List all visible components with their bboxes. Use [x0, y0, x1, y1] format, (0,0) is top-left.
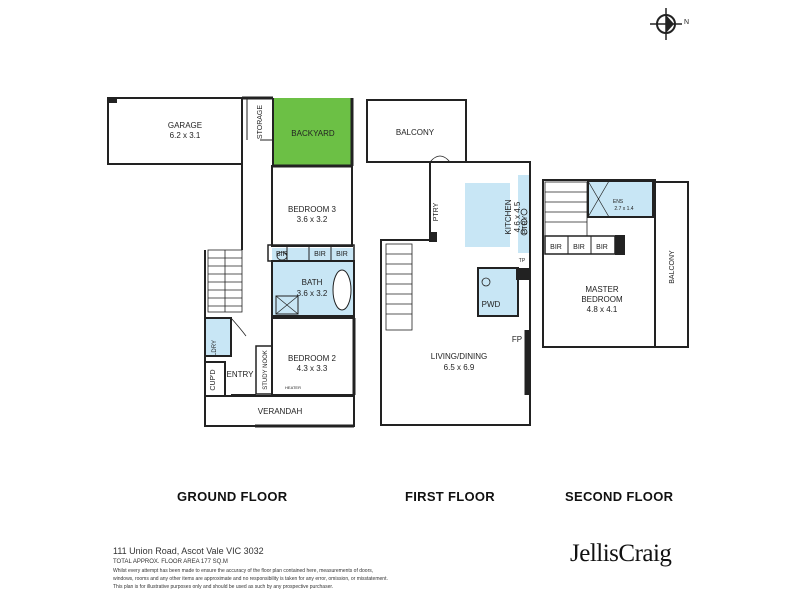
- ground-floor-plan: [107, 96, 356, 428]
- compass-north-label: N: [684, 19, 689, 26]
- ground-floor-title: GROUND FLOOR: [177, 489, 288, 504]
- ensuite-size: 2.7 x 1.4: [614, 206, 633, 212]
- floor-area: TOTAL APPROX. FLOOR AREA 177 SQ.M: [113, 559, 228, 565]
- backyard-area: [273, 98, 352, 166]
- bir-label: BIR: [314, 251, 326, 258]
- master-size: 4.8 x 4.1: [587, 305, 618, 314]
- bath-label: BATH: [302, 278, 323, 287]
- garage-walls: [107, 97, 243, 165]
- bir-label: BIR: [596, 244, 608, 251]
- fireplace-label: FP: [512, 335, 522, 344]
- second-floor-title: SECOND FLOOR: [565, 489, 674, 504]
- bir-label: BIR: [276, 251, 288, 258]
- verandah-label: VERANDAH: [258, 407, 303, 416]
- compass-icon: [650, 8, 682, 40]
- bir-label: BIR: [336, 251, 348, 258]
- garage-size: 6.2 x 3.1: [170, 131, 201, 140]
- first-floor-plan: [366, 99, 531, 426]
- entry-label: ENTRY: [227, 370, 255, 379]
- disclaimer-line: Whilst every attempt has been made to en…: [113, 568, 374, 574]
- garage-label: GARAGE: [168, 121, 202, 130]
- storage-label: STORAGE: [257, 105, 264, 139]
- first-floor-title: FIRST FLOOR: [405, 489, 495, 504]
- study-nook-label: STUDY NOOK: [263, 350, 269, 390]
- second-balcony-walls: [654, 181, 689, 348]
- bath-size: 3.6 x 3.2: [297, 289, 328, 298]
- living-size: 6.5 x 6.9: [444, 363, 475, 372]
- property-address: 111 Union Road, Ascot Vale VIC 3032: [113, 546, 264, 556]
- tp-label: TP: [519, 258, 526, 264]
- second-balcony-label: BALCONY: [669, 250, 676, 284]
- master-label-line2: BEDROOM: [581, 295, 623, 304]
- bedroom2-size: 4.3 x 3.3: [297, 364, 328, 373]
- first-balcony-label: BALCONY: [396, 128, 435, 137]
- pantry-label: PTRY: [522, 215, 529, 234]
- bedroom3-size: 3.6 x 3.2: [297, 215, 328, 224]
- bir-label: BIR: [573, 244, 585, 251]
- heater-label: HEATER: [285, 385, 301, 390]
- ensuite-label: ENS: [613, 199, 624, 205]
- brand-logo: JellisCraig: [570, 540, 672, 567]
- second-floor-plan: [542, 179, 689, 348]
- laundry-area: [205, 318, 231, 356]
- master-label: MASTER: [585, 285, 619, 294]
- powder-room-walls: [477, 267, 519, 317]
- backyard-label: BACKYARD: [291, 129, 335, 138]
- cupboard-label: CUP'D: [210, 369, 217, 390]
- kitchen-label: KITCHEN: [504, 199, 513, 234]
- first-balcony-walls: [366, 99, 467, 163]
- powder-room-label: PWD: [482, 300, 501, 309]
- laundry-label: LDRY: [212, 340, 218, 356]
- kitchen-size: 4.6 x 4.5: [513, 201, 522, 232]
- bir-label: BIR: [550, 244, 562, 251]
- bath-walls: [271, 260, 355, 317]
- bedroom3-label: BEDROOM 3: [288, 205, 337, 214]
- living-label: LIVING/DINING: [431, 352, 487, 361]
- disclaimer-line: windows, rooms and any other items are a…: [113, 576, 388, 582]
- pantry-label: PTRY: [433, 202, 440, 221]
- powder-room-area: [478, 268, 518, 316]
- bedroom2-label: BEDROOM 2: [288, 354, 337, 363]
- disclaimer-line: This plan is for illustrative purposes o…: [113, 584, 334, 590]
- kitchen-island: [465, 183, 510, 247]
